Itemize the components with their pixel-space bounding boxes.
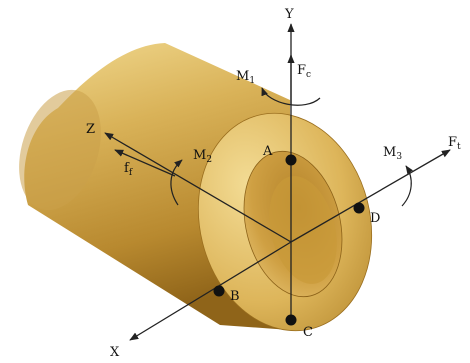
moment-1-label: M1 [236, 69, 255, 86]
bushing-back-cap [19, 89, 101, 211]
point-d-dot [353, 202, 365, 214]
point-c-label: C [303, 325, 313, 340]
moment-2-arc [170, 159, 183, 206]
bore-shadow [269, 176, 337, 284]
point-c-dot [285, 314, 297, 326]
point-a-label: A [262, 144, 273, 159]
moment-2-label: M2 [193, 148, 212, 165]
t-axis-line [290, 149, 451, 243]
point-a-dot [285, 154, 297, 166]
force-c-label: Fc [297, 63, 311, 80]
x-axis-label: X [110, 345, 120, 360]
moment-1-arc [261, 87, 321, 106]
x-axis-line [129, 241, 292, 341]
force-t-label: Ft [448, 135, 461, 152]
y-axis-label: Y [284, 7, 294, 22]
force-f-arrow [114, 149, 176, 177]
point-b-label: B [230, 289, 240, 304]
force-f-label: ff [124, 161, 133, 178]
z-axis-line [104, 132, 292, 243]
z-axis-label: Z [86, 122, 95, 137]
point-d-label: D [370, 211, 380, 226]
moment-3-arc [401, 165, 413, 207]
point-b-dot [213, 285, 225, 297]
moment-3-label: M3 [383, 145, 402, 162]
